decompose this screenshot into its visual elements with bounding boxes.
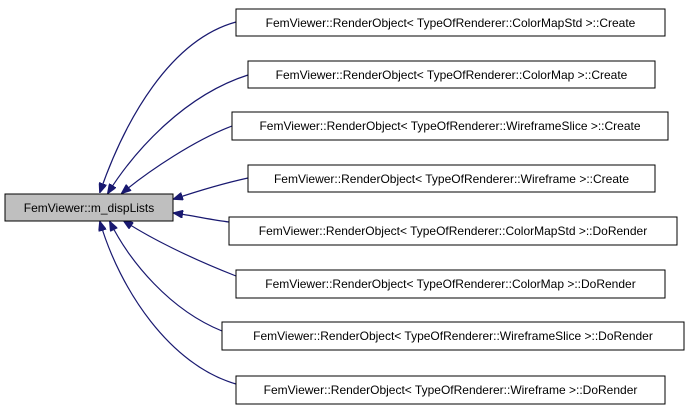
caller-node-box xyxy=(235,269,666,299)
caller-node-4[interactable]: FemViewer::RenderObject< TypeOfRenderer:… xyxy=(247,164,656,193)
caller-node-label: FemViewer::RenderObject< TypeOfRenderer:… xyxy=(259,119,640,133)
caller-node-3[interactable]: FemViewer::RenderObject< TypeOfRenderer:… xyxy=(231,111,669,141)
edge-5 xyxy=(174,213,230,223)
root-node-label: FemViewer::m_dispLists xyxy=(24,201,155,215)
caller-node-label: FemViewer::RenderObject< TypeOfRenderer:… xyxy=(274,172,629,186)
caller-node-6[interactable]: FemViewer::RenderObject< TypeOfRenderer:… xyxy=(235,269,666,299)
edge-6 xyxy=(124,221,237,277)
caller-node-label: FemViewer::RenderObject< TypeOfRenderer:… xyxy=(259,224,647,238)
edge-3 xyxy=(122,125,233,193)
caller-node-8[interactable]: FemViewer::RenderObject< TypeOfRenderer:… xyxy=(235,375,666,405)
edge-4 xyxy=(174,177,249,199)
caller-node-box xyxy=(235,375,666,405)
caller-node-7[interactable]: FemViewer::RenderObject< TypeOfRenderer:… xyxy=(221,321,685,351)
caller-node-box xyxy=(247,60,656,89)
root-node-box xyxy=(4,193,174,222)
caller-node-5[interactable]: FemViewer::RenderObject< TypeOfRenderer:… xyxy=(228,216,678,246)
caller-node-2[interactable]: FemViewer::RenderObject< TypeOfRenderer:… xyxy=(247,60,656,89)
edge-1 xyxy=(100,21,237,192)
caller-node-label: FemViewer::RenderObject< TypeOfRenderer:… xyxy=(266,16,636,30)
caller-node-box xyxy=(221,321,685,351)
edges xyxy=(100,21,249,385)
caller-node-box xyxy=(228,216,678,246)
caller-node-box xyxy=(231,111,669,141)
caller-node-box xyxy=(247,164,656,193)
caller-node-label: FemViewer::RenderObject< TypeOfRenderer:… xyxy=(276,68,628,82)
caller-node-label: FemViewer::RenderObject< TypeOfRenderer:… xyxy=(264,383,638,397)
caller-node-box xyxy=(235,8,666,37)
edge-8 xyxy=(100,222,237,385)
root-node[interactable]: FemViewer::m_dispLists xyxy=(4,193,174,222)
edge-7 xyxy=(110,222,223,332)
caller-node-1[interactable]: FemViewer::RenderObject< TypeOfRenderer:… xyxy=(235,8,666,37)
edge-2 xyxy=(108,74,249,193)
caller-node-label: FemViewer::RenderObject< TypeOfRenderer:… xyxy=(265,277,635,291)
caller-node-label: FemViewer::RenderObject< TypeOfRenderer:… xyxy=(253,329,653,343)
